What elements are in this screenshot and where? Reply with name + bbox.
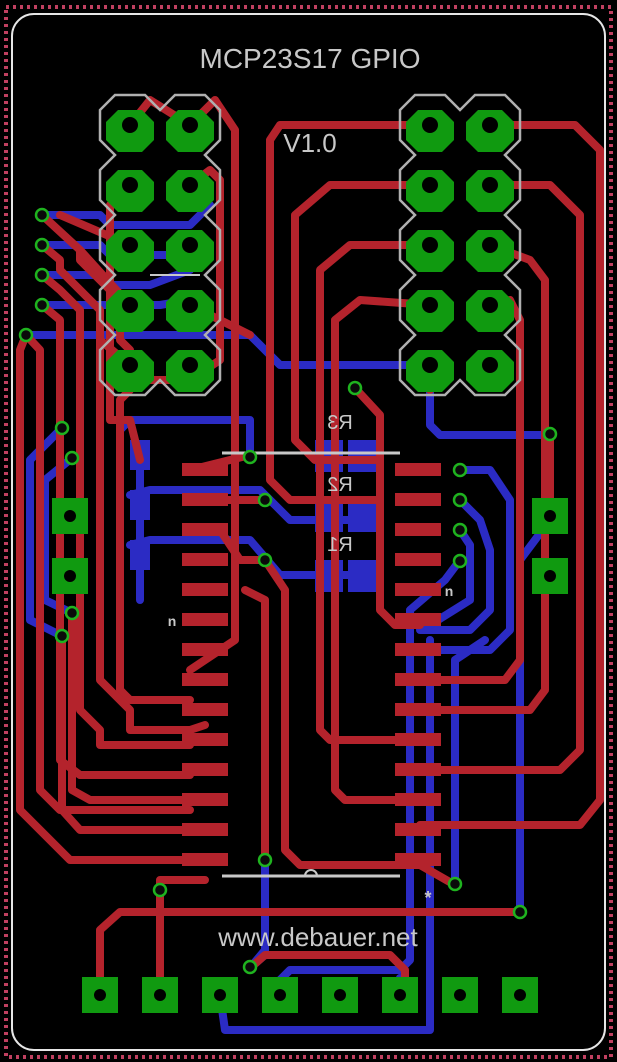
star-marker: * <box>424 888 431 908</box>
square-pads <box>52 498 568 1013</box>
vias <box>18 207 558 975</box>
ic-marker-left: n <box>168 613 177 629</box>
header-right <box>398 93 522 397</box>
ic-left-pads <box>182 463 228 866</box>
ic-notch <box>304 869 318 877</box>
board-title: MCP23S17 GPIO <box>200 43 421 74</box>
resistor-label-r1: R1 <box>327 534 353 556</box>
board-url: www.debauer.net <box>217 922 418 952</box>
ic-marker-top: n <box>445 583 454 599</box>
dimension-frame <box>4 5 613 1059</box>
board-version: V1.0 <box>283 128 337 158</box>
board-outline <box>11 13 606 1051</box>
header-left <box>98 93 222 397</box>
header-pads <box>106 110 514 392</box>
resistor-label-r3: R3 <box>327 412 353 434</box>
resistor-label-r2: R2 <box>327 474 353 496</box>
ic-right-pads <box>395 463 441 866</box>
